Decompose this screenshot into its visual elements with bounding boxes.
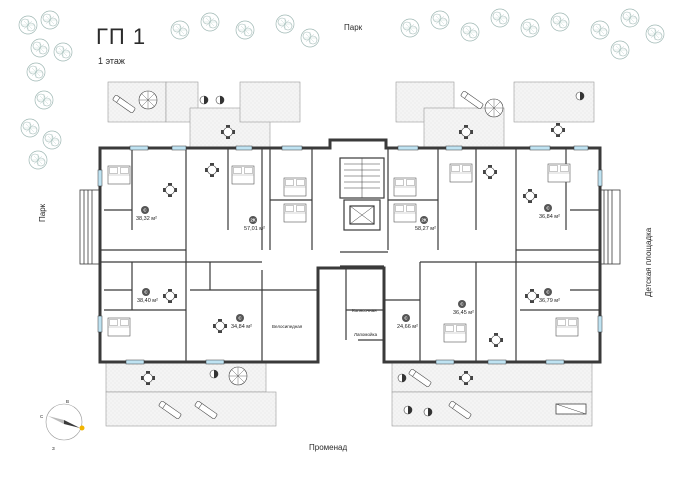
apartment-6: С 34,84 м² [231,314,252,330]
common-rooms: Велосипедная Колясочная Лапомойка [272,308,378,337]
compass-south: З [52,446,55,451]
building-walls [79,138,621,364]
apartment-1-badge: С [143,208,147,213]
cleaning-room-label: Лапомойка [354,331,378,337]
windows [97,145,603,365]
apartment-1-area: 38,32 м² [136,216,157,222]
bicycle-room-label: Велосипедная [272,324,303,329]
apartment-7-badge: С [404,316,408,321]
apartment-3-badge: 2К [421,218,427,223]
compass-icon: В С З [40,399,85,451]
apartment-9-area: 36,79 м² [539,298,560,304]
apartment-1: С 38,32 м² [136,206,157,222]
apartment-4-area: 36,84 м² [539,214,560,220]
apartment-5-badge: С [144,290,148,295]
interior-furniture [107,162,579,348]
apartment-5-area: 38,40 м² [137,298,158,304]
apartment-4-badge: С [546,206,550,211]
stroller-room-label: Колясочная [352,308,377,313]
apartment-2: 2К 57,01 м² [244,216,265,232]
apartment-8-badge: С [460,302,464,307]
promenade-label: Променад [309,443,348,452]
page-title: ГП 1 [96,24,147,49]
apartment-labels: С 38,32 м² 2К 57,01 м² 2К 58,27 м² С 36,… [136,204,560,330]
apartment-3-area: 58,27 м² [415,226,436,232]
park-top-label: Парк [344,23,363,32]
terrace-furniture [112,90,587,420]
compass-west: С [40,414,44,419]
terraces [105,81,595,427]
apartment-6-area: 34,84 м² [231,324,252,330]
apartment-8: С 36,45 м² [453,300,474,316]
apartment-3: 2К 58,27 м² [415,216,436,232]
apartment-6-badge: С [238,316,242,321]
apartment-8-area: 36,45 м² [453,310,474,316]
apartment-7: С 24,66 м² [397,314,418,330]
apartment-9: С 36,79 м² [539,288,560,304]
apartment-4: С 36,84 м² [539,204,560,220]
apartment-5: С 38,40 м² [137,288,158,304]
floor-label: 1 этаж [98,56,125,66]
apartment-2-badge: 2К [250,218,256,223]
apartment-9-badge: С [546,290,550,295]
apartment-2-area: 57,01 м² [244,226,265,232]
compass-north: В [66,399,69,404]
apartment-7-area: 24,66 м² [397,324,418,330]
